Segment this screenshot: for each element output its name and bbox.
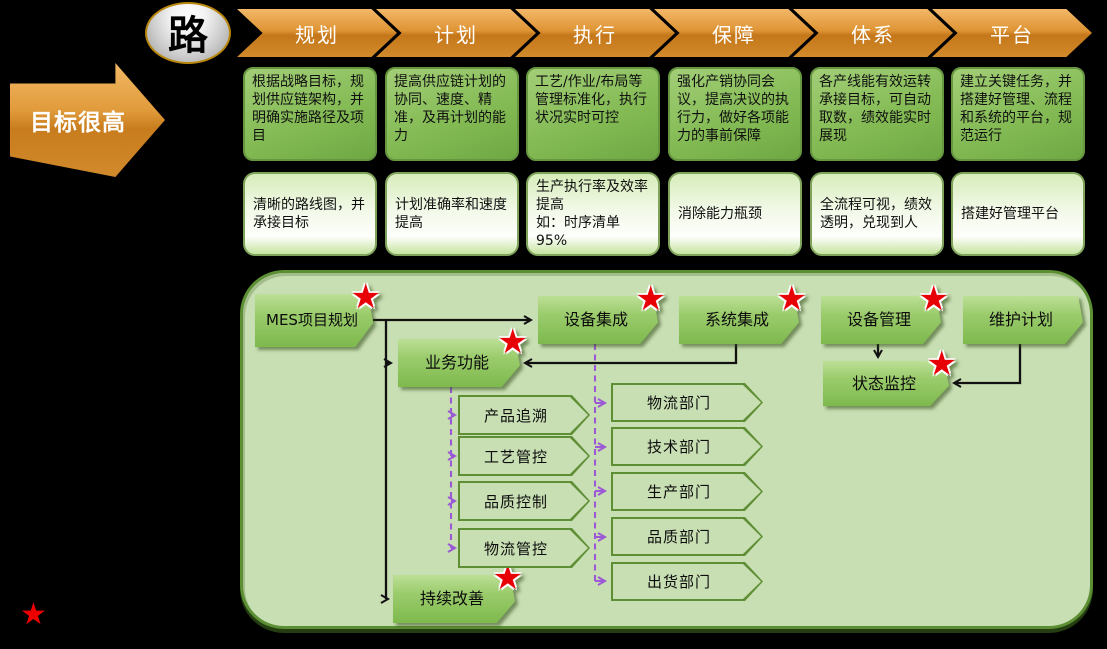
arrow-sysint-to-business-func	[522, 344, 738, 368]
legend-star-icon: ★	[20, 597, 47, 632]
flow-node-label: 设备管理	[846, 310, 911, 329]
objective-box: 强化产销协同会议，提高决议的执行力，做好各项能力的事前保障	[668, 67, 802, 161]
phase-label: 规划	[295, 22, 339, 47]
flow-node-continuous-improvement: 持续改善 ★	[393, 561, 523, 623]
phase-label: 体系	[851, 22, 895, 47]
phase-chevron-planning: 规划	[237, 9, 397, 57]
arrow-maintplan-to-status	[951, 344, 1022, 388]
goal-arrow-label: 目标很高	[30, 110, 126, 136]
function-label: 工艺管控	[483, 447, 548, 466]
function-box-quality-control: 品质控制	[458, 481, 590, 521]
outcome-box: 计划准确率和速度提高	[385, 172, 519, 256]
flow-node-status-monitoring: 状态监控 ★	[823, 347, 957, 406]
department-label: 出货部门	[646, 573, 711, 591]
star-icon: ★	[776, 279, 807, 319]
flow-node-label: 状态监控	[851, 373, 916, 393]
function-label: 产品追溯	[483, 406, 548, 425]
function-box-logistics-control: 物流管控	[458, 528, 590, 568]
phase-label: 平台	[990, 22, 1034, 47]
phase-chevron-system: 体系	[793, 9, 953, 57]
department-box-technology: 技术部门	[611, 427, 763, 466]
department-box-quality: 品质部门	[611, 517, 763, 556]
phase-chevron-platform: 平台	[932, 9, 1092, 57]
function-box-product-trace: 产品追溯	[458, 395, 590, 435]
flow-node-equipment-management: 设备管理 ★	[821, 282, 949, 344]
flow-node-system-integration: 系统集成 ★	[679, 282, 807, 344]
function-box-process-control: 工艺管控	[458, 436, 590, 476]
department-label: 技术部门	[646, 438, 711, 456]
phase-label: 保障	[712, 22, 756, 47]
function-label: 品质控制	[483, 492, 548, 511]
flow-node-equipment-integration: 设备集成 ★	[538, 282, 666, 344]
flow-node-label: 设备集成	[563, 310, 628, 329]
goal-arrow: 目标很高	[10, 63, 165, 177]
flow-node-business-functions: 业务功能 ★	[398, 325, 528, 387]
department-box-shipping: 出货部门	[611, 562, 763, 601]
department-label: 品质部门	[646, 528, 711, 546]
star-icon: ★	[918, 279, 949, 319]
star-icon: ★	[350, 277, 381, 317]
outcome-box: 搭建好管理平台	[951, 172, 1085, 256]
objective-box: 根据战略目标，规划供应链架构，并明确实施路径及项目	[243, 67, 377, 161]
flow-panel: MES项目规划 ★ 设备集成 ★ 系统集成 ★ 设备管理 ★ 维护计划 业务功能…	[240, 270, 1093, 629]
flow-node-label: 系统集成	[704, 310, 769, 329]
objective-box: 各产线能有效运转承接目标，可自动取数，绩效能实时展现	[810, 67, 944, 161]
department-label: 物流部门	[646, 394, 711, 412]
department-box-logistics: 物流部门	[611, 383, 763, 422]
objective-box: 工艺/作业/布局等管理标准化，执行状况实时可控	[526, 67, 660, 161]
objective-box: 提高供应链计划的协同、速度、精准，及再计划的能力	[385, 67, 519, 161]
function-label: 物流管控	[483, 539, 548, 558]
star-icon: ★	[497, 322, 528, 362]
connector-lines	[373, 315, 1022, 604]
outcome-box: 清晰的路线图，并承接目标	[243, 172, 377, 256]
road-badge: 路	[145, 2, 231, 64]
outcome-box: 全流程可视，绩效透明，兑现到人	[810, 172, 944, 256]
phase-label: 计划	[434, 22, 478, 47]
road-badge-text: 路	[168, 13, 208, 59]
flow-node-maintenance-plan: 维护计划	[963, 296, 1083, 344]
outcome-box: 消除能力瓶颈	[668, 172, 802, 256]
flow-node-label: 业务功能	[424, 353, 489, 372]
flow-node-mes-project-plan: MES项目规划 ★	[255, 280, 381, 347]
phase-chevron-execute: 执行	[515, 9, 675, 57]
star-icon: ★	[926, 344, 957, 384]
star-icon: ★	[635, 279, 666, 319]
department-box-production: 生产部门	[611, 472, 763, 511]
flow-node-label: 持续改善	[419, 589, 484, 608]
phase-label: 执行	[573, 22, 617, 47]
flow-node-label: 维护计划	[988, 310, 1053, 329]
phase-chevron-plan: 计划	[376, 9, 536, 57]
phase-chevron-safeguard: 保障	[654, 9, 814, 57]
outcome-box: 生产执行率及效率提高 如：时序清单95%	[526, 172, 660, 256]
department-label: 生产部门	[646, 483, 711, 501]
objective-box: 建立关键任务，并搭建好管理、流程和系统的平台，规范运行	[951, 67, 1085, 161]
flow-node-label: MES项目规划	[266, 311, 358, 330]
